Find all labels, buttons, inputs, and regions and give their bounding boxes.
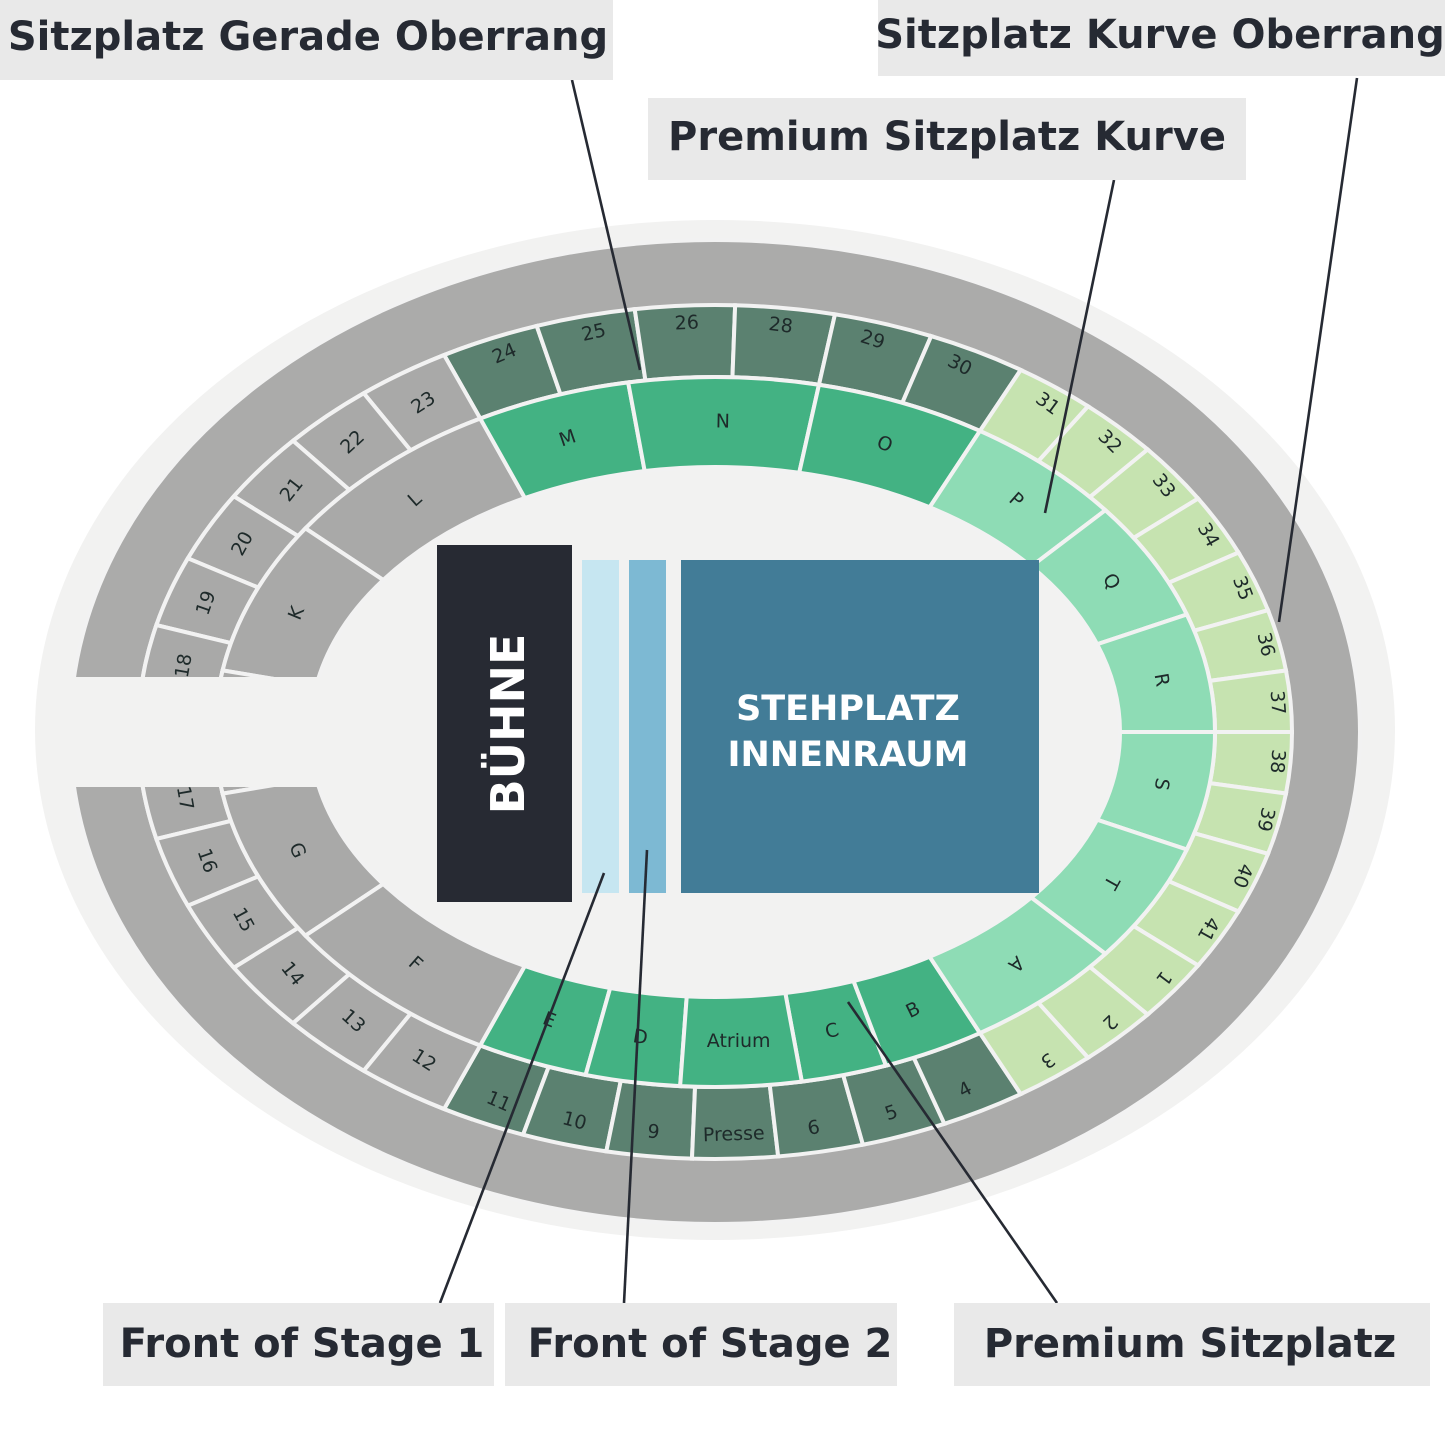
label-box-fos2 xyxy=(505,1303,897,1386)
section-label-28: 28 xyxy=(767,313,794,338)
section-label-17: 17 xyxy=(172,784,198,812)
section-label-18: 18 xyxy=(171,652,197,680)
section-A[interactable] xyxy=(926,895,1109,1036)
standing-label-line1: STEHPLATZ xyxy=(736,689,960,729)
label-fos1: Front of Stage 1 xyxy=(120,1321,485,1367)
label-upper-curve: Sitzplatz Kurve Oberrang xyxy=(875,12,1445,58)
section-label-25: 25 xyxy=(579,319,608,346)
front-of-stage-1-area[interactable] xyxy=(582,560,619,893)
standing-label-line2: INNENRAUM xyxy=(727,735,968,775)
section-Presse[interactable] xyxy=(689,1082,781,1161)
section-label-36: 36 xyxy=(1252,630,1279,658)
section-label-atrium: Atrium xyxy=(707,1030,771,1052)
leader-upper-curve xyxy=(1277,77,1359,623)
section-label-Presse: Presse xyxy=(703,1122,765,1146)
section-atrium[interactable] xyxy=(677,990,805,1090)
leader-premium-curve xyxy=(1043,179,1116,514)
front-of-stage-2-area[interactable] xyxy=(629,560,666,893)
section-label-9: 9 xyxy=(646,1120,661,1143)
west-entrance-gap xyxy=(40,677,340,787)
section-F[interactable] xyxy=(302,881,528,1048)
leader-upper-straight xyxy=(570,79,642,371)
label-premium: Premium Sitzplatz xyxy=(984,1321,1396,1367)
label-box-upper-curve xyxy=(878,0,1445,76)
label-box-premium xyxy=(954,1303,1430,1386)
leader-fos1 xyxy=(438,872,606,1304)
section-label-26: 26 xyxy=(674,311,699,334)
label-box-fos1 xyxy=(103,1303,494,1386)
section-label-R: R xyxy=(1150,672,1174,689)
section-D[interactable] xyxy=(583,985,689,1089)
leader-premium xyxy=(846,1001,1059,1304)
section-label-C: C xyxy=(823,1019,842,1044)
label-premium-curve: Premium Sitzplatz Kurve xyxy=(668,114,1226,160)
section-E[interactable] xyxy=(477,963,613,1078)
label-box-premium-curve xyxy=(648,98,1246,180)
stage-label: BÜHNE xyxy=(481,634,535,815)
section-label-M: M xyxy=(556,425,579,451)
standing-floor-area[interactable] xyxy=(681,560,1039,893)
section-label-D: D xyxy=(631,1025,649,1049)
section-B[interactable] xyxy=(850,954,983,1068)
label-fos2: Front of Stage 2 xyxy=(528,1321,893,1367)
section-label-39: 39 xyxy=(1252,805,1279,833)
label-box-upper-straight xyxy=(0,0,613,80)
section-label-38: 38 xyxy=(1266,749,1290,775)
section-label-N: N xyxy=(716,410,731,432)
stage-block[interactable] xyxy=(437,545,572,902)
label-upper-straight: Sitzplatz Gerade Oberrang xyxy=(8,14,608,60)
section-K[interactable] xyxy=(220,525,387,689)
section-label-6: 6 xyxy=(806,1116,822,1140)
leader-fos2 xyxy=(622,849,649,1304)
section-label-S: S xyxy=(1150,776,1174,792)
section-label-37: 37 xyxy=(1266,690,1290,716)
